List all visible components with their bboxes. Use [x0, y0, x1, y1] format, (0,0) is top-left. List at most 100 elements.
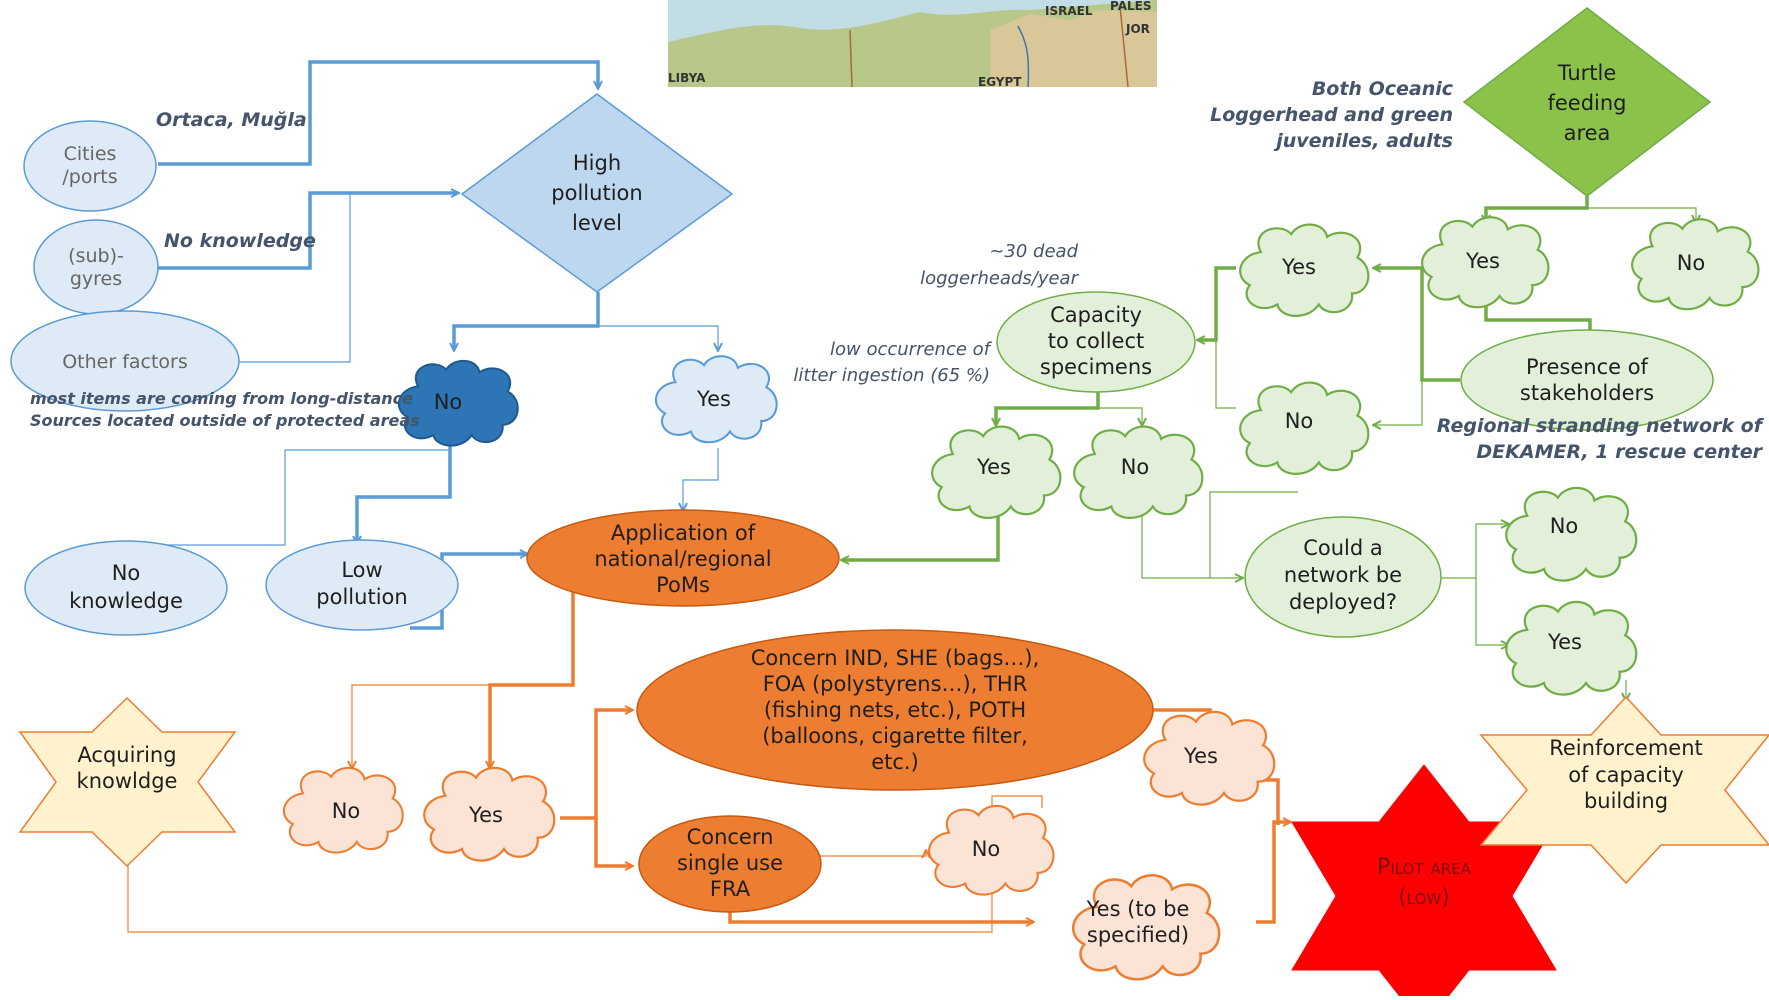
annotation-no-knowledge: No knowledge: [164, 230, 316, 252]
turtle-feeding-line3: area: [1564, 121, 1611, 145]
cloud-no-orange-left-label: No: [332, 799, 361, 823]
application-poms-line1: Application of: [611, 521, 756, 545]
map-inset: ISRAEL PALES JOR LIBYA EGYPT: [668, 0, 1157, 89]
cloud-no-orange-mid: No: [927, 804, 1055, 896]
turtle-feeding-line2: feeding: [1547, 91, 1626, 115]
annotation-low-occurrence-1: low occurrence of: [830, 339, 993, 360]
presence-stakeholders-line2: stakeholders: [1520, 381, 1654, 405]
concern-single-line1: Concern: [687, 825, 774, 849]
presence-stakeholders-line1: Presence of: [1526, 355, 1649, 379]
cloud-yes-green-right-label: Yes: [1547, 630, 1582, 654]
map-label-israel: ISRAEL: [1045, 4, 1093, 18]
acquiring-knowledge-star: Acquiring knowldge: [18, 696, 237, 868]
high-pollution-diamond: High pollution level: [460, 93, 734, 293]
annotation-ortaca: Ortaca, Muğla: [156, 109, 307, 131]
cloud-no-green-right: No: [1505, 486, 1638, 582]
no-knowledge-line2: knowledge: [69, 589, 183, 613]
cloud-no-orange-mid-label: No: [972, 837, 1001, 861]
acquiring-line1: Acquiring: [77, 743, 176, 767]
cities-ports-line2: /ports: [62, 166, 117, 188]
cloud-no-top-label: No: [1677, 251, 1706, 275]
high-pollution-line3: level: [572, 211, 622, 235]
concern-big-line3: (fishing nets, etc.), POTH: [764, 698, 1026, 722]
capacity-collect-line2: to collect: [1048, 329, 1145, 353]
turtle-feeding-diamond: Turtle feeding area: [1462, 7, 1712, 197]
cloud-no-green-right-label: No: [1550, 514, 1579, 538]
cloud-no-dark-label: No: [434, 390, 463, 414]
concern-big-line5: etc.): [871, 750, 919, 774]
cities-ports-node: Cities /ports: [23, 120, 157, 212]
turtle-feeding-line1: Turtle: [1557, 61, 1617, 85]
cloud-yes-top: Yes: [1420, 216, 1550, 309]
application-poms-node: Application of national/regional PoMs: [526, 509, 840, 607]
cloud-no-dark: No: [397, 359, 519, 447]
cloud-yes-top-label: Yes: [1465, 249, 1500, 273]
capacity-collect-line3: specimens: [1040, 355, 1152, 379]
cloud-yes-orange-left: Yes: [423, 766, 556, 862]
map-label-libya: LIBYA: [668, 71, 706, 85]
reinforcement-line1: Reinforcement: [1549, 736, 1703, 760]
cloud-no-top: No: [1630, 218, 1760, 311]
sub-gyres-node: (sub)- gyres: [33, 219, 159, 315]
reinforcement-star: Reinforcement of capacity building: [1479, 695, 1769, 885]
annotation-low-occurrence-2: litter ingestion (65 %): [793, 365, 990, 386]
low-pollution-line2: pollution: [316, 585, 407, 609]
pilot-area-line1: Pilot area: [1377, 855, 1472, 880]
could-network-line2: network be: [1284, 563, 1402, 587]
capacity-collect-line1: Capacity: [1050, 303, 1142, 327]
presence-stakeholders-node: Presence of stakeholders: [1460, 329, 1714, 431]
reinforcement-line2: of capacity: [1568, 763, 1684, 787]
cloud-yes-green-right: Yes: [1505, 600, 1638, 696]
annotation-both-oceanic-3: juveniles, adults: [1273, 130, 1453, 152]
annotation-dead-2: loggerheads/year: [920, 268, 1079, 289]
map-label-jor: JOR: [1125, 22, 1150, 36]
connectors-blue: [122, 60, 718, 630]
no-knowledge-line1: No: [112, 561, 141, 585]
cloud-yes-orange-left-label: Yes: [468, 803, 503, 827]
concern-big-line2: FOA (polystyrens…), THR: [763, 672, 1028, 696]
cloud-yes-orange-right-label: Yes: [1183, 744, 1218, 768]
other-factors-node: Other factors: [10, 310, 240, 412]
could-network-line3: deployed?: [1289, 590, 1397, 614]
annotation-regional-2: DEKAMER, 1 rescue center: [1476, 441, 1763, 463]
concern-big-line1: Concern IND, SHE (bags…),: [751, 646, 1040, 670]
annotation-long-distance-2: Sources located outside of protected are…: [30, 411, 420, 430]
cloud-yes-orange-right: Yes: [1143, 710, 1276, 806]
sub-gyres-line2: gyres: [70, 268, 122, 290]
acquiring-line2: knowldge: [77, 769, 178, 793]
concern-single-line2: single use: [677, 851, 783, 875]
cloud-no-green-low-label: No: [1121, 455, 1150, 479]
cloud-yes-blue: Yes: [654, 355, 778, 444]
pilot-area-star: Pilot area (low): [1291, 764, 1557, 1000]
high-pollution-line1: High: [573, 151, 621, 175]
map-label-pales: PALES: [1110, 0, 1151, 13]
cloud-yes-green-low-label: Yes: [976, 455, 1011, 479]
map-label-egypt: EGYPT: [978, 75, 1022, 89]
concern-big-line4: (balloons, cigarette filter,: [762, 724, 1028, 748]
concern-single-line3: FRA: [710, 877, 751, 901]
no-knowledge-node: No knowledge: [24, 540, 228, 636]
cloud-yes-green-mid: Yes: [1238, 223, 1370, 318]
could-network-node: Could a network be deployed?: [1244, 516, 1442, 638]
concern-big-node: Concern IND, SHE (bags…), FOA (polystyre…: [636, 629, 1154, 791]
annotation-both-oceanic-2: Loggerhead and green: [1210, 104, 1453, 126]
could-network-line1: Could a: [1303, 536, 1383, 560]
low-pollution-node: Low pollution: [265, 539, 459, 631]
high-pollution-line2: pollution: [551, 181, 642, 205]
cloud-yes-blue-label: Yes: [696, 387, 731, 411]
yes-specified-line2: specified): [1087, 923, 1189, 947]
cloud-no-green-low: No: [1072, 425, 1204, 520]
annotation-both-oceanic-1: Both Oceanic: [1312, 78, 1454, 100]
annotation-regional-1: Regional stranding network of: [1437, 415, 1765, 437]
cloud-yes-green-mid-label: Yes: [1281, 255, 1316, 279]
application-poms-line2: national/regional: [594, 547, 771, 571]
cloud-no-green-mid: No: [1238, 381, 1370, 476]
reinforcement-line3: building: [1584, 789, 1668, 813]
application-poms-line3: PoMs: [656, 573, 710, 597]
yes-to-be-specified-cloud: Yes (to be specified): [1071, 873, 1221, 982]
concern-single-node: Concern single use FRA: [638, 815, 822, 913]
yes-specified-line1: Yes (to be: [1086, 897, 1190, 921]
annotation-long-distance-1: most items are coming from long-distance: [30, 389, 413, 408]
cloud-no-green-mid-label: No: [1285, 409, 1314, 433]
